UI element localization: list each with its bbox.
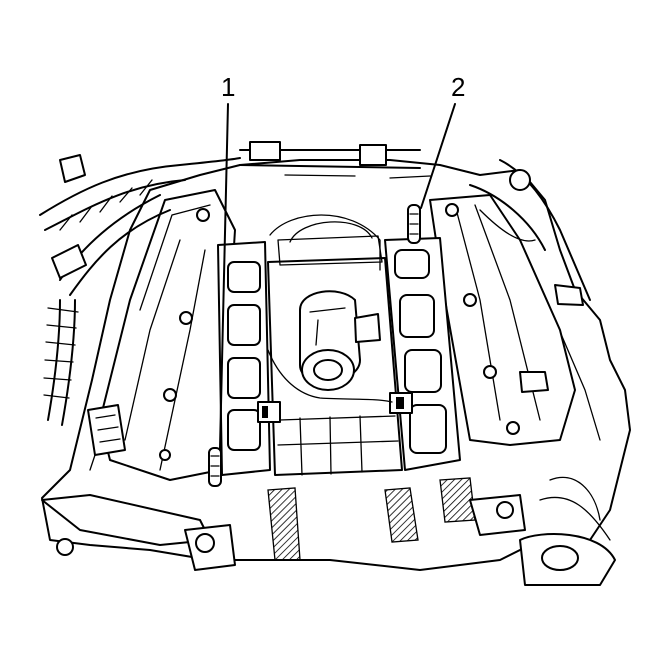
hatched-surfaces	[267, 477, 476, 561]
wire-harness-top	[239, 141, 431, 271]
left-cylinder-head	[87, 189, 236, 481]
central-housing	[299, 290, 381, 391]
callout-1-group: 1	[208, 72, 235, 487]
wire-harness-right	[469, 159, 611, 541]
wire-harness-left	[39, 154, 241, 426]
left-intake-gasket	[217, 241, 271, 476]
valley-connectors	[257, 349, 413, 423]
dowel-pin-left	[208, 447, 222, 487]
callout-2-label: 2	[451, 72, 465, 102]
callout-2-group: 2	[407, 72, 465, 244]
front-brackets	[41, 494, 616, 586]
callout-2-leader	[420, 103, 456, 209]
callout-1-leader	[219, 103, 229, 449]
callout-1-label: 1	[221, 72, 235, 102]
right-cylinder-head	[429, 194, 584, 446]
